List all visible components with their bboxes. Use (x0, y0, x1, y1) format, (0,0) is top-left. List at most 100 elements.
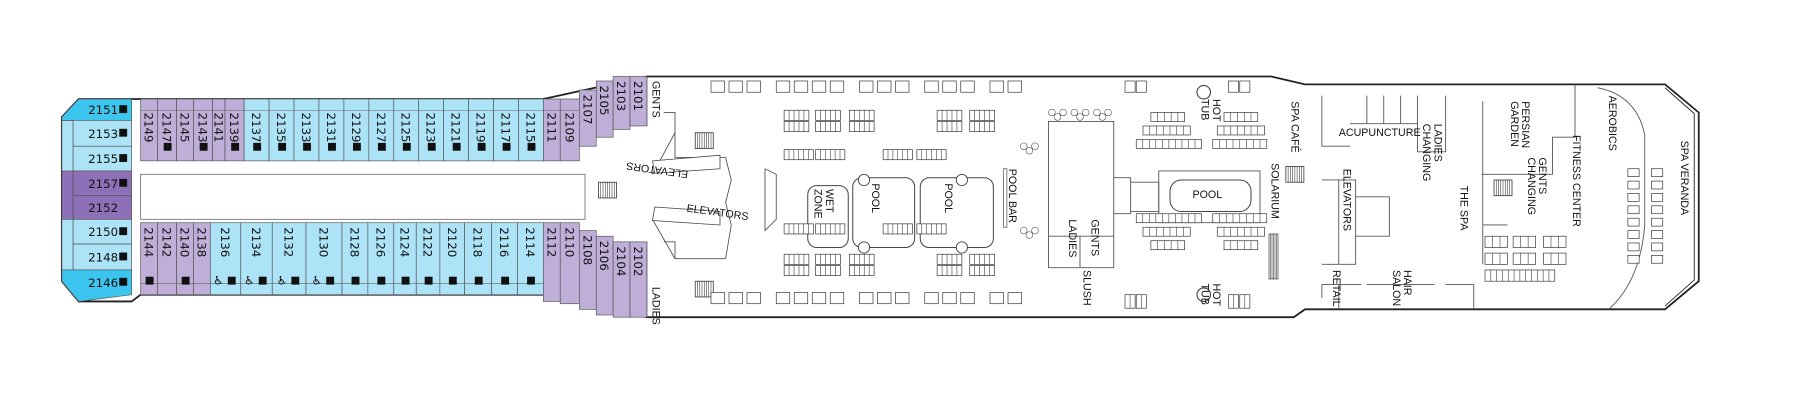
venue-label-line: FITNESS CENTER (1570, 135, 1582, 227)
cabin-2117[interactable]: 2117 (493, 98, 519, 162)
balcony-marker-icon (119, 154, 128, 162)
cabin-2105[interactable]: 2105 (595, 80, 614, 138)
cabin-2102[interactable]: 2102 (629, 241, 648, 318)
cabin-2157[interactable]: 2157 (72, 170, 132, 197)
lounger-outline (936, 265, 963, 276)
cabin-2123[interactable]: 2123 (418, 98, 444, 162)
venue-label: POOL BAR (1006, 169, 1018, 223)
cabin-shape[interactable] (305, 222, 343, 296)
cabin-2109[interactable]: 2109 (559, 98, 580, 162)
cabin-2125[interactable]: 2125 (393, 98, 420, 162)
cabin-2141[interactable]: 2141 (211, 98, 226, 162)
cabin-2108[interactable]: 2108 (579, 230, 597, 310)
cabin-2107[interactable]: 2107 (579, 89, 597, 147)
cabin-2138[interactable]: 2138 (193, 222, 211, 296)
venue-label: POOL (869, 183, 881, 213)
cabin-2137[interactable]: 2137 (243, 98, 270, 162)
venue-label: SOLARIUM (1268, 163, 1280, 219)
cabin-2140[interactable]: 2140 (176, 222, 194, 296)
cabin-2153[interactable]: 2153 (72, 120, 132, 147)
planter-icon (1081, 108, 1090, 117)
cabin-2139[interactable]: 2139 (224, 98, 245, 162)
cabin-shape[interactable] (629, 76, 648, 127)
sun-lounger (1142, 125, 1191, 136)
cabin-2134[interactable]: 2134♿ (240, 222, 273, 296)
venue-label: THE SPA (1457, 186, 1469, 232)
lounger-outline (942, 292, 957, 305)
exercise-machine (1627, 168, 1640, 177)
balcony-marker-icon (119, 105, 128, 114)
cabin-2118[interactable]: 2118 (464, 222, 492, 296)
cabin-2110[interactable]: 2110 (559, 222, 580, 305)
cabin-number: 2129 (349, 112, 363, 142)
sun-lounger (783, 121, 810, 132)
cabin-shape[interactable] (240, 222, 273, 296)
sun-lounger (829, 80, 845, 93)
cabin-2112[interactable]: 2112 (543, 222, 561, 302)
cabin-2143[interactable]: 2143 (193, 98, 213, 162)
cabin-2121[interactable]: 2121 (443, 98, 469, 162)
cabin-2129[interactable]: 2129 (343, 98, 370, 162)
exercise-machine (1627, 230, 1640, 239)
cabin-2135[interactable]: 2135 (268, 98, 295, 162)
cabin-2126[interactable]: 2126 (367, 222, 395, 296)
sun-lounger (775, 292, 791, 305)
cabin-2124[interactable]: 2124 (393, 222, 417, 296)
cabin-2104[interactable]: 2104 (612, 241, 631, 318)
cabin-number: 2131 (324, 112, 338, 142)
cabin-2147[interactable]: 2147 (157, 98, 177, 162)
cabin-2148[interactable]: 2148 (72, 243, 132, 271)
cabin-2115[interactable]: 2115 (518, 98, 544, 162)
cabin-2155[interactable]: 2155 (72, 145, 132, 172)
cabin-number: 2140 (178, 227, 192, 257)
cabin-2151[interactable]: 2151 (61, 98, 132, 121)
cabin-2149[interactable]: 2149 (140, 98, 158, 162)
lounger-outline (1142, 125, 1191, 136)
cabin-2114[interactable]: 2114 (517, 222, 544, 296)
cabin-number: 2128 (347, 227, 361, 257)
cabin-2142[interactable]: 2142 (157, 222, 177, 296)
cabin-2116[interactable]: 2116 (491, 222, 518, 296)
cabin-2144[interactable]: 2144 (140, 222, 158, 296)
cabin-2152[interactable]: 2152 (72, 195, 132, 220)
sun-lounger (815, 121, 841, 132)
sun-lounger (728, 292, 743, 305)
cabin-2133[interactable]: 2133 (293, 98, 320, 162)
planter-icon (1031, 226, 1039, 235)
venue-label: HOTTUB (1198, 99, 1221, 122)
exercise-machine (1627, 180, 1640, 190)
bow-rail (1664, 87, 1695, 307)
balcony-marker-icon (291, 276, 300, 285)
cabin-number: 2122 (421, 227, 435, 257)
lounger-outline (793, 80, 809, 93)
cabin-2122[interactable]: 2122 (415, 222, 441, 296)
cabin-2136[interactable]: 2136♿ (210, 222, 242, 296)
sun-lounger (1223, 112, 1259, 122)
cabin-2145[interactable]: 2145 (176, 98, 194, 162)
cabin-2101[interactable]: 2101 (629, 76, 648, 127)
venue-label-line: THE SPA (1457, 186, 1469, 232)
cabin-2106[interactable]: 2106 (595, 235, 614, 316)
lounger-outline (849, 265, 875, 276)
cabin-2132[interactable]: 2132♿ (271, 222, 307, 296)
venue-label-line: POOL (1193, 189, 1223, 201)
cabin-shape[interactable] (271, 222, 307, 296)
lounger-outline (815, 109, 841, 121)
cabin-2128[interactable]: 2128 (341, 222, 369, 296)
sun-lounger (849, 265, 875, 276)
cabin-2103[interactable]: 2103 (612, 76, 631, 130)
venue-label-line: LADIES (1066, 219, 1078, 257)
cabin-2146[interactable]: 2146 (61, 269, 132, 302)
cabin-2127[interactable]: 2127 (368, 98, 395, 162)
cabin-shape[interactable] (61, 269, 132, 302)
cabin-shape[interactable] (629, 241, 648, 318)
cabin-2130[interactable]: 2130♿ (305, 222, 343, 296)
venue-label-line: WET (823, 189, 835, 213)
cabin-2150[interactable]: 2150 (72, 219, 132, 245)
venue-label-line: LADIES (649, 287, 661, 325)
lounger-outline (783, 253, 810, 265)
cabin-2131[interactable]: 2131 (318, 98, 345, 162)
cabin-2111[interactable]: 2111 (543, 98, 561, 162)
cabin-2119[interactable]: 2119 (468, 98, 494, 162)
cabin-2120[interactable]: 2120 (439, 222, 465, 296)
